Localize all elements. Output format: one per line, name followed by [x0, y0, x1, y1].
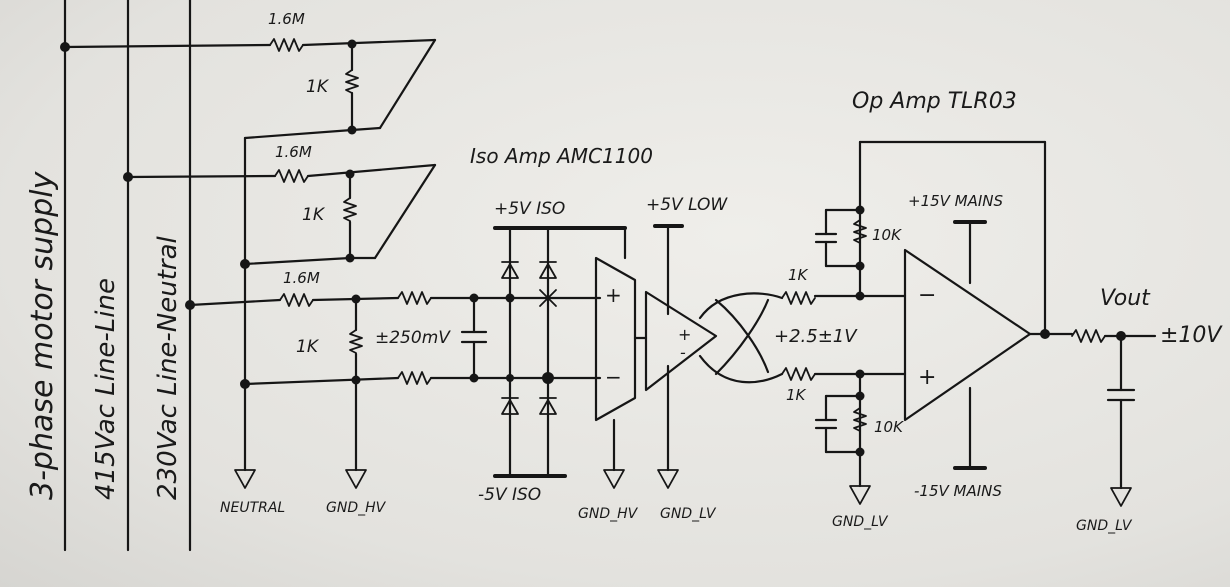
- neutral-label: NEUTRAL: [220, 500, 285, 516]
- iso-amp-title: Iso Amp AMC1100: [470, 144, 653, 168]
- gnd-lv-label-1: GND_LV: [660, 506, 717, 522]
- gnd-hv-label-2: GND_HV: [578, 506, 639, 522]
- op-amp-title: Op Amp TLR03: [852, 89, 1017, 114]
- iso-out-minus-label: -: [680, 343, 686, 362]
- op-pos-supply-label: +15V MAINS: [908, 192, 1004, 210]
- op-in-r-top-label: 1K: [788, 266, 809, 284]
- gnd-hv-label-1: GND_HV: [326, 500, 387, 516]
- vout-label: Vout: [1100, 286, 1151, 311]
- supply-rails: [63, 0, 247, 552]
- lv-supply-label: +5V LOW: [646, 195, 728, 215]
- r-bottom-2-label: 1K: [302, 205, 326, 225]
- common-mode-label: +2.5±1V: [774, 326, 858, 347]
- supply-label-3phase: 3-phase motor supply: [25, 170, 60, 500]
- output-stage: [1071, 329, 1157, 507]
- r-top-3-label: 1.6M: [283, 269, 320, 287]
- op-gnd-r-label: 10K: [874, 418, 904, 436]
- iso-plus-label: +: [605, 283, 622, 307]
- op-neg-supply-label: -15V MAINS: [914, 482, 1002, 500]
- op-in-r-bottom-label: 1K: [786, 386, 807, 404]
- iso-out-plus-label: +: [678, 325, 691, 344]
- labels: 3-phase motor supply 415Vac Line-Line 23…: [25, 10, 1223, 534]
- divider-branch-3: [185, 291, 602, 472]
- op-amp-stage: [781, 140, 1074, 505]
- divider-branch-2: [123, 163, 437, 269]
- gnd-lv-label-2: GND_LV: [832, 514, 889, 530]
- r-top-2-label: 1.6M: [275, 143, 312, 161]
- op-noninv-label: +: [918, 365, 936, 390]
- signal-range-label: ±250mV: [375, 328, 451, 348]
- supply-label-line-line: 415Vac Line-Line: [91, 278, 121, 500]
- r-top-1-label: 1.6M: [268, 10, 305, 28]
- supply-label-line-neutral: 230Vac Line-Neutral: [153, 235, 183, 500]
- protection-diodes: [493, 226, 627, 478]
- iso-amplifier: [594, 224, 784, 489]
- iso-neg-supply-label: -5V ISO: [478, 485, 541, 505]
- divider-branch-1: [60, 38, 437, 140]
- r-bottom-3-label: 1K: [296, 337, 320, 357]
- op-inv-label: −: [918, 283, 936, 308]
- ground-symbols: [234, 469, 367, 489]
- iso-pos-supply-label: +5V ISO: [494, 199, 565, 219]
- iso-minus-label: −: [605, 365, 622, 389]
- r-bottom-1-label: 1K: [306, 77, 330, 97]
- gnd-lv-label-3: GND_LV: [1076, 518, 1133, 534]
- op-fb-r-label: 10K: [872, 226, 902, 244]
- vout-range-label: ±10V: [1160, 323, 1223, 348]
